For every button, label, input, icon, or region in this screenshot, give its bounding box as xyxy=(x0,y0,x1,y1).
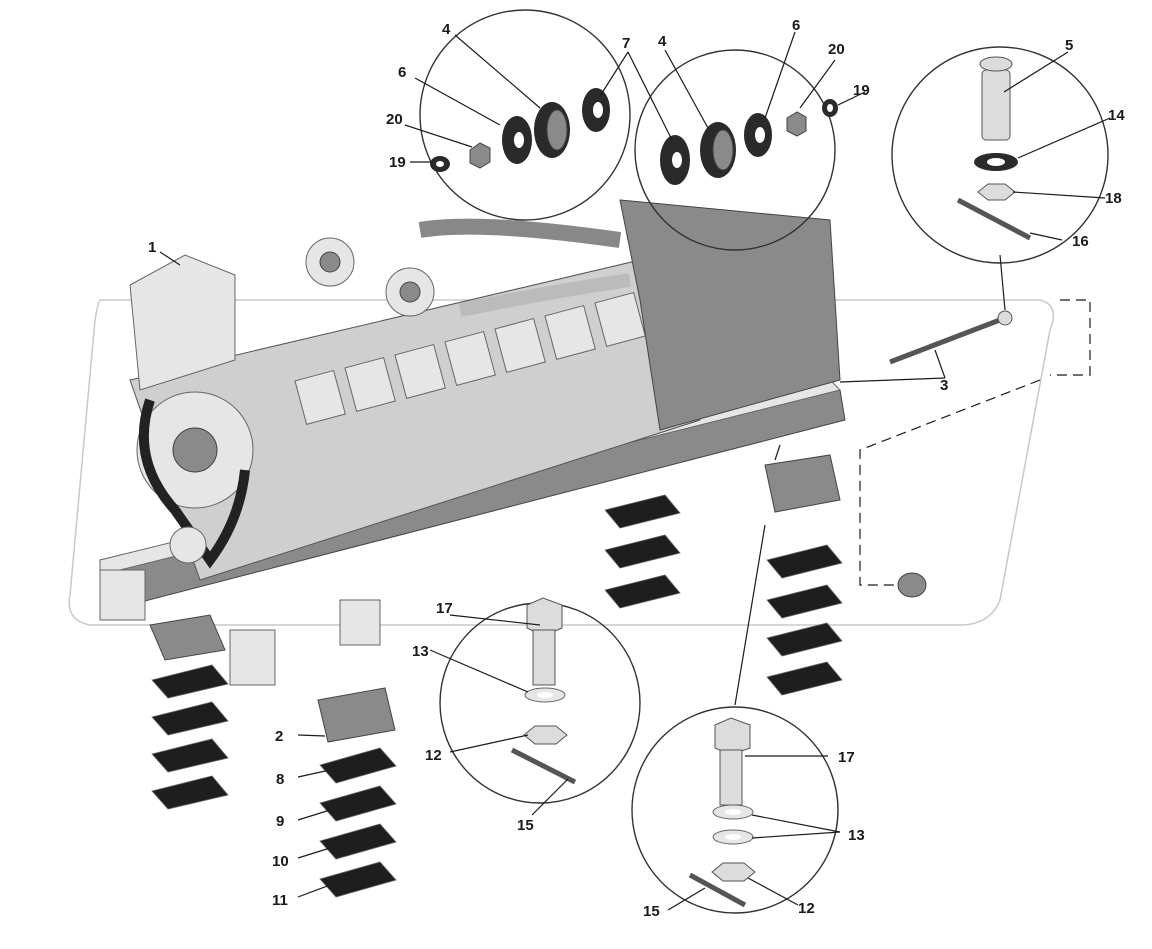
callout-12-mid: 12 xyxy=(425,747,442,764)
dashed-guide-upper xyxy=(1050,299,1091,376)
detail-circle-top-mid xyxy=(634,49,836,251)
callout-13-right: 13 xyxy=(848,827,865,844)
alternator xyxy=(619,199,841,431)
callout-1: 1 xyxy=(148,239,156,256)
flywheel-hub xyxy=(172,427,218,473)
callout-19-left: 19 xyxy=(389,154,406,171)
callout-14: 14 xyxy=(1108,107,1125,124)
drive-belt xyxy=(138,398,250,569)
mount-stack-left xyxy=(430,88,610,172)
frame-foot-left xyxy=(99,569,146,621)
callout-19-right: 19 xyxy=(853,82,870,99)
cylinder-heads xyxy=(294,291,646,426)
callout-4-left: 4 xyxy=(442,21,451,38)
exhaust-manifold xyxy=(418,218,622,248)
lower-pulley xyxy=(169,526,207,564)
callout-6-left: 6 xyxy=(398,64,406,81)
callout-8: 8 xyxy=(276,771,284,788)
callout-labels: 1 2 3 4 4 5 6 6 7 8 9 10 11 12 12 13 13 … xyxy=(148,17,1125,920)
leader-lines xyxy=(159,31,1111,911)
callout-9: 9 xyxy=(276,813,284,830)
pad-stack-left xyxy=(149,614,229,810)
intake-pipe xyxy=(458,273,631,317)
detail-circle-top-right xyxy=(891,46,1109,264)
dashed-guide-lower xyxy=(859,379,1041,586)
bolt-assembly-mid xyxy=(510,597,577,785)
callout-13-mid: 13 xyxy=(412,643,429,660)
callout-18: 18 xyxy=(1105,190,1122,207)
callout-17-right: 17 xyxy=(838,749,855,766)
pad-stack-middle xyxy=(604,494,681,609)
callout-20-left: 20 xyxy=(386,111,403,128)
callout-17-mid: 17 xyxy=(436,600,453,617)
engine-assembly xyxy=(99,199,846,686)
frame-foot-mid xyxy=(229,629,276,686)
detail-circle-top-left xyxy=(419,9,631,221)
callout-7: 7 xyxy=(622,35,630,52)
link-rod xyxy=(889,310,1013,365)
callout-3: 3 xyxy=(940,377,948,394)
callout-20-right: 20 xyxy=(828,41,845,58)
callout-11: 11 xyxy=(272,892,288,909)
end-cap xyxy=(897,572,927,598)
frame-foot-right xyxy=(339,599,381,646)
callout-10: 10 xyxy=(272,853,289,870)
pad-stack-callout xyxy=(317,687,397,898)
mount-stack-right xyxy=(660,99,838,185)
pin-assembly xyxy=(956,56,1032,241)
callout-12-right: 12 xyxy=(798,900,815,917)
bolt-assembly-right xyxy=(688,717,756,908)
callout-6-right: 6 xyxy=(792,17,800,34)
detail-circle-bottom-right xyxy=(631,706,839,914)
callout-4-right: 4 xyxy=(658,33,667,50)
control-cabinet xyxy=(129,254,236,391)
pad-stack-right xyxy=(764,454,843,696)
callout-15-mid: 15 xyxy=(517,817,534,834)
callout-2: 2 xyxy=(275,728,283,745)
watermark-outline xyxy=(68,299,1055,626)
callout-15-right: 15 xyxy=(643,903,660,920)
callout-16: 16 xyxy=(1072,233,1089,250)
callout-5: 5 xyxy=(1065,37,1073,54)
